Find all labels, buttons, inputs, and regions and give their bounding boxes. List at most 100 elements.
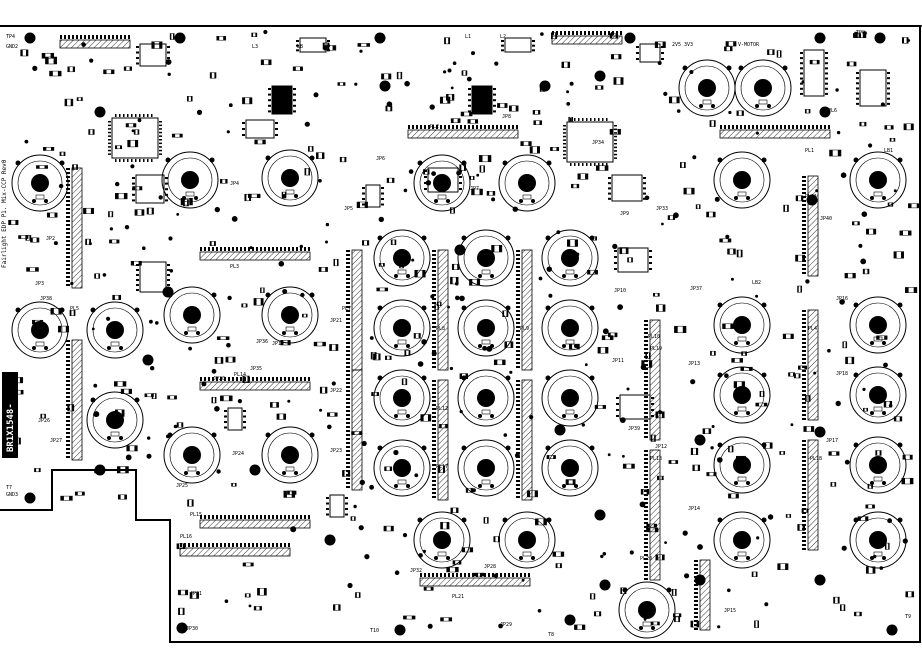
- via: [394, 570, 400, 575]
- smd-pad: [126, 445, 130, 451]
- connector-pin: [346, 406, 350, 408]
- encoder-pin: [184, 331, 188, 335]
- smd-pad: [50, 53, 54, 59]
- smd-component: [741, 351, 747, 356]
- smd-component: [58, 325, 69, 333]
- smd-pad: [67, 404, 70, 411]
- connector-pin: [66, 276, 70, 278]
- connector-pin: [802, 362, 806, 364]
- via: [548, 293, 553, 298]
- mounting-hole: [694, 434, 706, 446]
- connector-pin: [694, 572, 698, 574]
- smd-pad: [902, 455, 906, 460]
- connector-pin: [66, 256, 70, 258]
- via: [325, 222, 330, 227]
- ribbon-connector: [66, 339, 83, 461]
- ic-body: [566, 121, 614, 163]
- connector-pin: [740, 125, 742, 129]
- smd-pad: [481, 573, 485, 577]
- ic-lead: [532, 40, 535, 42]
- ic-lead: [268, 104, 271, 107]
- smd-component: [595, 85, 604, 90]
- smd-pad: [455, 567, 459, 572]
- connector-pin: [802, 394, 806, 396]
- via: [313, 92, 319, 98]
- connector-pin: [436, 125, 438, 129]
- via: [130, 164, 135, 169]
- ic-lead: [649, 250, 652, 252]
- via: [443, 70, 447, 74]
- connector-pin: [802, 452, 806, 454]
- jumper-label: JP9: [620, 211, 629, 217]
- ic-lead: [151, 159, 153, 162]
- smd-pad: [342, 470, 345, 477]
- smd-pad: [257, 588, 260, 596]
- connector-pin: [216, 247, 218, 251]
- ic-lead: [501, 44, 504, 47]
- connector-pin: [432, 476, 436, 478]
- smd-pad: [362, 240, 365, 246]
- smd-component: [187, 96, 193, 102]
- connector-pin: [488, 573, 490, 577]
- via: [790, 423, 794, 427]
- smd-pad: [129, 66, 132, 71]
- smd-pad: [641, 489, 644, 495]
- via: [860, 258, 867, 265]
- encoder-pin: [545, 375, 551, 381]
- smd-pad: [797, 286, 799, 293]
- encoder-pin: [394, 484, 398, 488]
- via: [827, 348, 831, 353]
- smd-pad: [853, 61, 857, 66]
- smd-pad: [479, 189, 483, 195]
- encoder-footprint: [413, 154, 471, 212]
- encoder-outline: [713, 366, 771, 424]
- smd-component: [85, 238, 91, 246]
- connector-pin: [212, 515, 214, 519]
- connector-pin: [66, 220, 70, 222]
- smd-pad: [755, 571, 758, 577]
- smd-pad: [585, 173, 588, 180]
- smd-component: [103, 69, 115, 75]
- ic-lead: [135, 159, 137, 162]
- smd-component: [209, 72, 217, 79]
- connector-pin: [264, 377, 266, 381]
- smd-component: [854, 611, 862, 617]
- via: [53, 241, 58, 246]
- smd-pad: [220, 357, 223, 364]
- connector-hatch: [407, 129, 519, 139]
- ic-body: [471, 85, 493, 115]
- smd-component: [710, 350, 716, 356]
- smd-pad: [159, 41, 163, 49]
- smd-pad: [497, 103, 501, 108]
- connector-hatch: [179, 547, 291, 557]
- ic-lead: [167, 51, 170, 54]
- connector-pin: [484, 573, 486, 577]
- via: [427, 623, 433, 629]
- smd-pad: [75, 491, 78, 496]
- smd-component: [88, 129, 95, 135]
- smd-pad: [515, 105, 519, 112]
- encoder-ring: [855, 442, 901, 488]
- ic-lead: [501, 49, 504, 52]
- smd-component: [339, 156, 347, 163]
- smd-pad: [905, 591, 908, 597]
- connector-pin: [212, 543, 214, 547]
- mounting-hole: [594, 70, 606, 82]
- ic-lead: [636, 52, 639, 54]
- smd-pad: [181, 422, 183, 428]
- smd-component: [833, 596, 840, 604]
- via: [471, 488, 476, 493]
- connector-pin: [802, 448, 806, 450]
- connector-pin: [802, 330, 806, 332]
- encoder-pad: [437, 551, 447, 557]
- smd-pad: [741, 381, 745, 388]
- connector-label: PL9: [520, 326, 529, 332]
- connector-pin: [694, 604, 698, 606]
- smd-component: [653, 292, 660, 297]
- via: [378, 216, 384, 223]
- smd-pad: [569, 344, 573, 350]
- smd-component: [804, 109, 811, 114]
- smd-pad: [797, 524, 800, 531]
- smd-pad: [314, 342, 318, 346]
- connector-pin: [268, 377, 270, 381]
